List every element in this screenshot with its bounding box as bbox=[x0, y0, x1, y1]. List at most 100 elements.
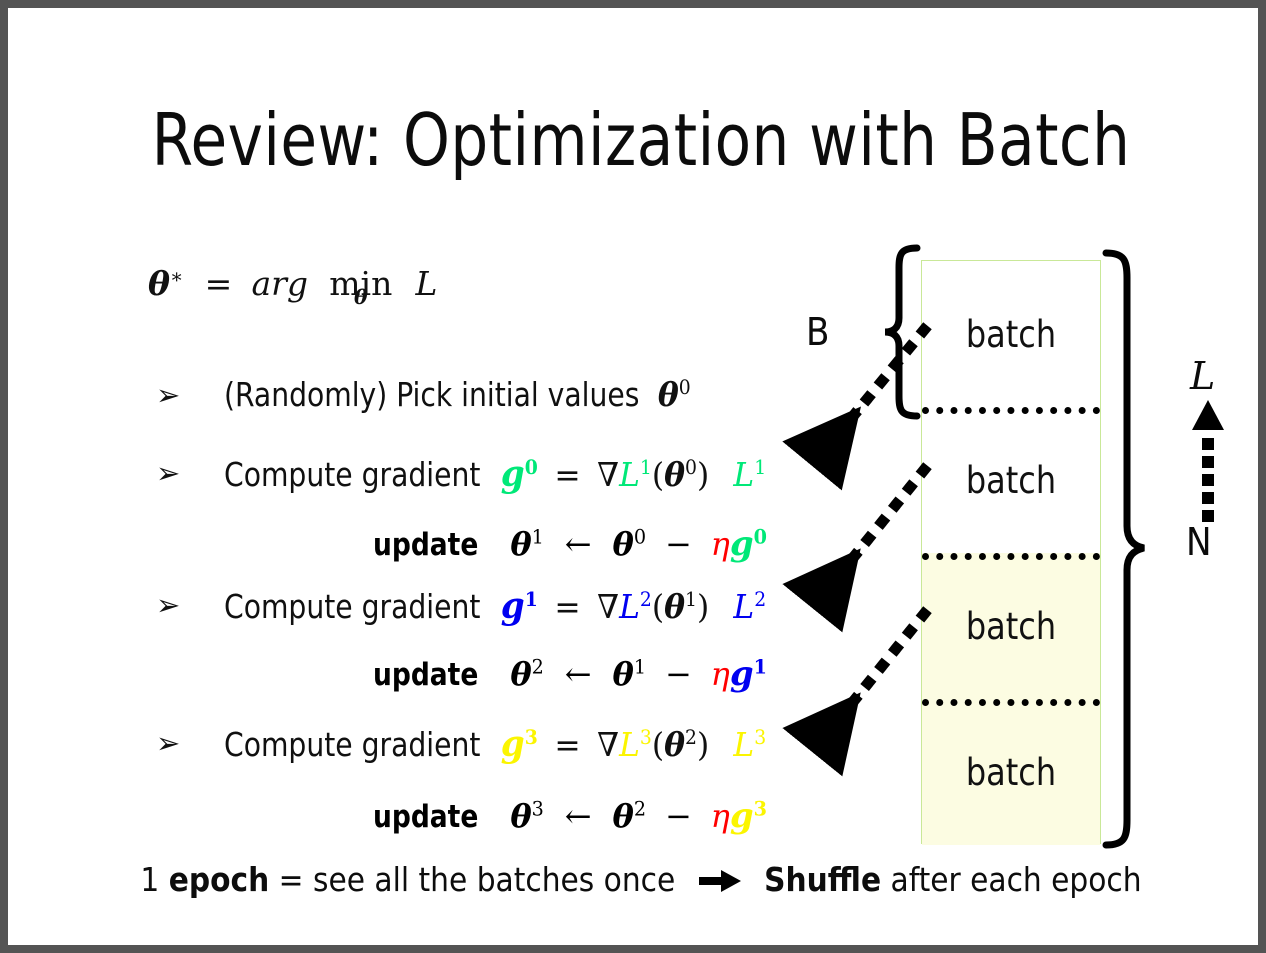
formula-theta: θ bbox=[148, 264, 171, 303]
eq-1: = bbox=[554, 455, 581, 494]
formula-arg: arg bbox=[251, 264, 309, 303]
brace-batch-size bbox=[863, 244, 923, 420]
batch-column: batch batch batch batch bbox=[921, 260, 1101, 845]
loss-L-3: L bbox=[619, 725, 640, 764]
tail-L-3: L bbox=[733, 725, 755, 764]
update-eta-0: η bbox=[710, 525, 730, 563]
loss-L-sup-2: 2 bbox=[639, 588, 652, 611]
bullet-label-1: Compute gradient bbox=[224, 455, 481, 494]
bullet-label-3: Compute gradient bbox=[224, 725, 481, 764]
nabla-icon: ∇ bbox=[597, 725, 620, 764]
tail-L-2: L bbox=[733, 587, 755, 626]
bullet-label-2: Compute gradient bbox=[224, 587, 481, 626]
bullet-text-2: Compute gradient g1 = ∇L2(θ1) L2 bbox=[224, 585, 766, 627]
bullet-theta-sup-0: 0 bbox=[678, 376, 691, 399]
batch-cell-label-2: batch bbox=[965, 604, 1057, 648]
bullet-marker-icon: ➢ bbox=[156, 588, 181, 622]
update-theta-new-sup-0: 1 bbox=[531, 525, 544, 549]
footer-line: 1 epoch = see all the batches once Shuff… bbox=[8, 860, 1258, 899]
update-row-0: update θ1 ← θ0 − ηg0 bbox=[373, 524, 767, 564]
gradient-g-1: g bbox=[500, 453, 525, 495]
update-arrow-2: ← bbox=[564, 797, 592, 835]
brace-label-b: B bbox=[806, 310, 830, 354]
update-theta-new-sup-1: 2 bbox=[531, 655, 544, 679]
theta-3: θ bbox=[664, 725, 686, 764]
update-g-sup-0: 0 bbox=[753, 525, 767, 549]
update-g-1: g bbox=[729, 654, 754, 694]
update-minus-1: − bbox=[664, 655, 692, 693]
right-arrow-icon bbox=[698, 869, 745, 892]
batch-divider-0 bbox=[922, 407, 1100, 414]
loss-L-2: L bbox=[619, 587, 640, 626]
formula-loss: L bbox=[415, 264, 438, 303]
bullet-label-0: (Randomly) Pick initial values bbox=[224, 375, 640, 414]
update-theta-old-sup-2: 2 bbox=[633, 797, 647, 821]
update-arrow-0: ← bbox=[564, 525, 592, 563]
update-row-1: update θ2 ← θ1 − ηg1 bbox=[373, 654, 767, 694]
update-eta-1: η bbox=[710, 655, 730, 693]
gradient-g-sup-2: 1 bbox=[524, 587, 538, 611]
update-theta-new-sup-2: 3 bbox=[531, 797, 544, 821]
batch-divider-2 bbox=[922, 699, 1100, 706]
brace-label-n: N bbox=[1186, 520, 1212, 564]
update-theta-old-1: θ bbox=[612, 655, 634, 693]
paren-open-1: ( bbox=[651, 455, 665, 494]
bullet-text-3: Compute gradient g3 = ∇L3(θ2) L3 bbox=[224, 723, 766, 765]
update-g-2: g bbox=[729, 796, 754, 836]
update-minus-0: − bbox=[664, 525, 692, 563]
bullet-marker-icon: ➢ bbox=[156, 378, 181, 412]
loss-axis-label: L bbox=[1190, 354, 1216, 398]
batch-cell-2: batch bbox=[922, 553, 1100, 699]
nabla-icon: ∇ bbox=[597, 587, 620, 626]
loss-L-1: L bbox=[619, 455, 640, 494]
bullet-theta-0: θ bbox=[657, 375, 679, 414]
footer-middle: = see all the batches once bbox=[269, 860, 676, 899]
page-title: Review: Optimization with Batch bbox=[151, 98, 1131, 182]
footer-shuffle: Shuffle bbox=[764, 860, 882, 899]
bullet-marker-icon: ➢ bbox=[156, 456, 181, 490]
loss-L-sup-3: 3 bbox=[639, 726, 652, 749]
tail-L-sup-3: 3 bbox=[754, 726, 767, 749]
paren-close-1: ) bbox=[696, 455, 710, 494]
update-g-sup-2: 3 bbox=[753, 797, 767, 821]
update-eta-2: η bbox=[710, 797, 730, 835]
footer-epoch: epoch bbox=[168, 860, 270, 899]
update-expr-1: θ2 ← θ1 − ηg1 bbox=[510, 654, 767, 694]
footer-prefix: 1 bbox=[140, 860, 169, 899]
eq-2: = bbox=[554, 587, 581, 626]
tail-L-sup-2: 2 bbox=[754, 588, 767, 611]
update-row-2: update θ3 ← θ2 − ηg3 bbox=[373, 796, 767, 836]
bullet-marker-icon: ➢ bbox=[156, 726, 181, 760]
update-theta-new-2: θ bbox=[510, 797, 532, 835]
gradient-g-sup-3: 3 bbox=[524, 725, 538, 749]
update-label-2: update bbox=[373, 799, 479, 835]
batch-cell-0: batch bbox=[922, 261, 1100, 407]
update-theta-old-sup-0: 0 bbox=[633, 525, 647, 549]
formula-min-subscript: θ bbox=[353, 284, 368, 309]
update-label-1: update bbox=[373, 657, 479, 693]
batch-divider-1 bbox=[922, 553, 1100, 560]
tail-L-sup-1: 1 bbox=[754, 456, 767, 479]
update-g-sup-1: 1 bbox=[753, 655, 767, 679]
batch-cell-1: batch bbox=[922, 407, 1100, 553]
paren-close-3: ) bbox=[696, 725, 710, 764]
brace-dataset-size bbox=[1100, 248, 1162, 850]
update-theta-new-1: θ bbox=[510, 655, 532, 693]
bullet-text-0: (Randomly) Pick initial values θ0 bbox=[224, 375, 691, 414]
theta-1: θ bbox=[664, 455, 686, 494]
footer-suffix: after each epoch bbox=[881, 860, 1142, 899]
update-arrow-1: ← bbox=[564, 655, 592, 693]
paren-open-2: ( bbox=[651, 587, 665, 626]
formula-min: min bbox=[329, 264, 393, 303]
update-theta-old-sup-1: 1 bbox=[633, 655, 647, 679]
update-expr-2: θ3 ← θ2 − ηg3 bbox=[510, 796, 767, 836]
update-label-0: update bbox=[373, 527, 479, 563]
eq-3: = bbox=[554, 725, 581, 764]
formula-star: ∗ bbox=[170, 265, 184, 288]
update-minus-2: − bbox=[664, 797, 692, 835]
batch-cell-label-1: batch bbox=[965, 458, 1057, 502]
tail-L-1: L bbox=[733, 455, 755, 494]
nabla-icon: ∇ bbox=[597, 455, 620, 494]
theta-sup-2: 1 bbox=[685, 588, 697, 611]
